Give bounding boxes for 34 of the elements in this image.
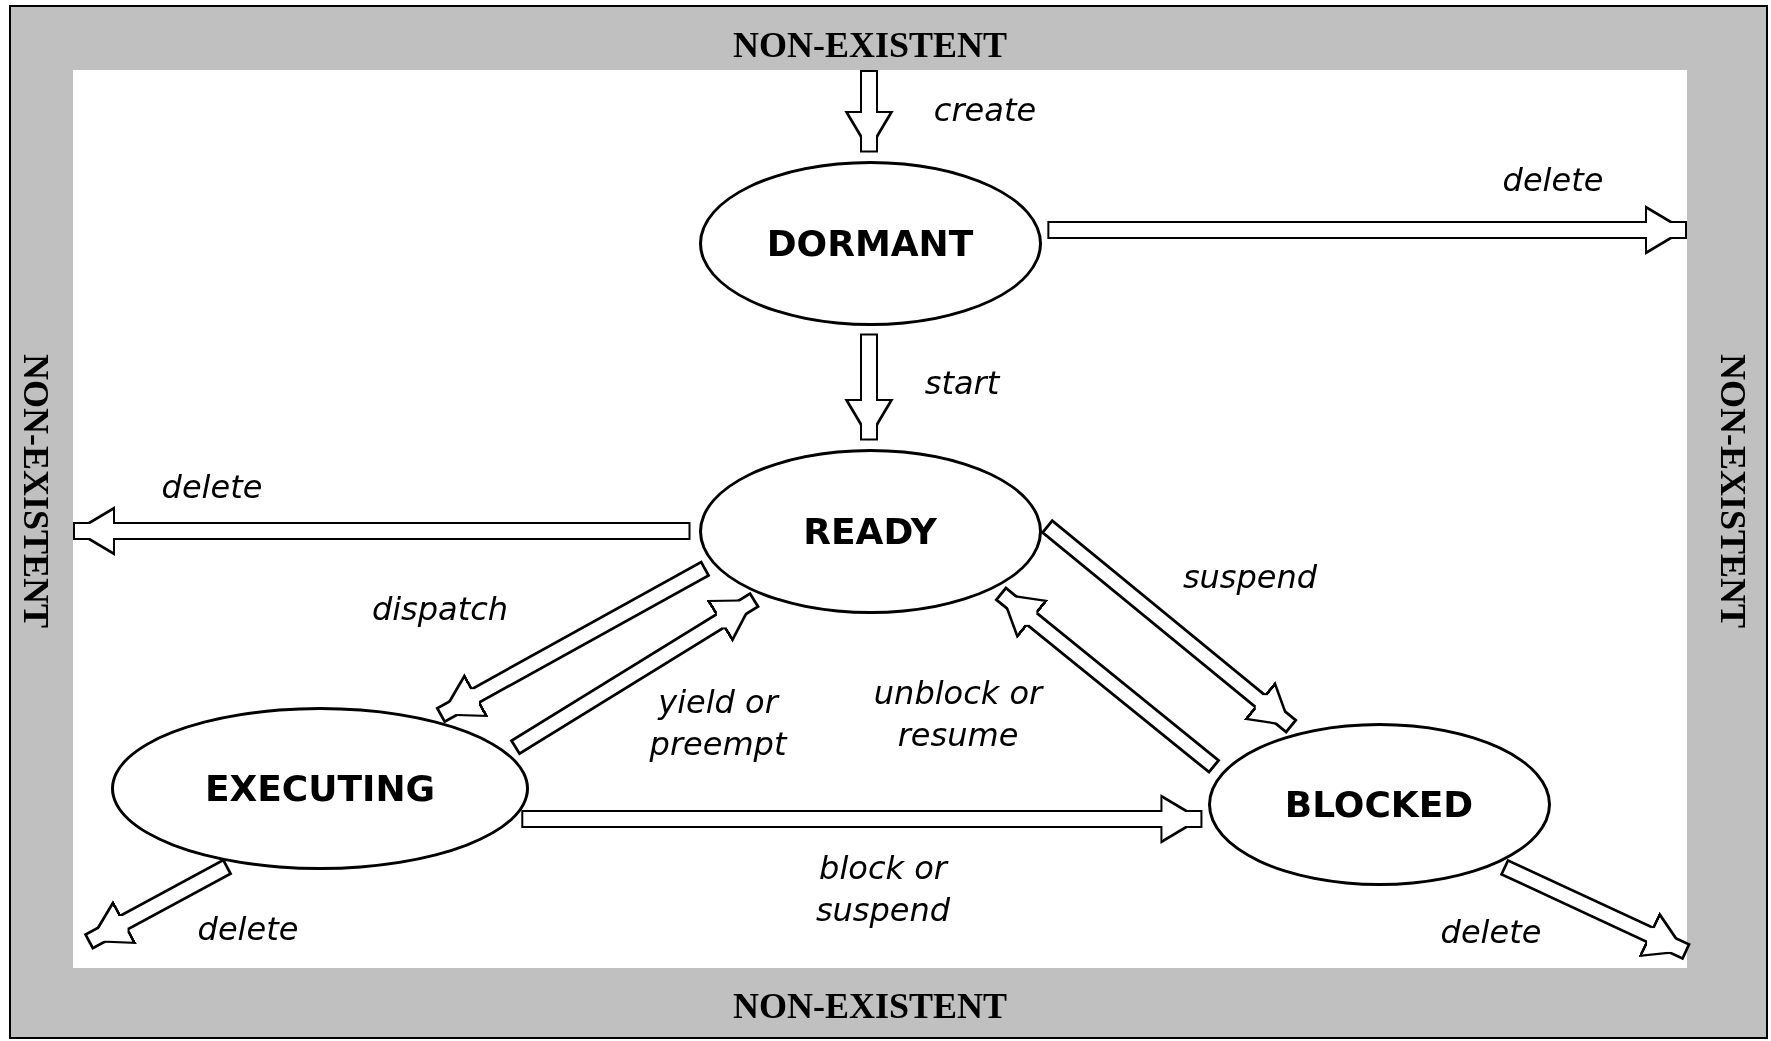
block-arrow — [994, 586, 1221, 775]
state-ellipse — [111, 706, 529, 870]
state-ellipse — [1207, 722, 1551, 886]
edge-label: yield or preempt — [648, 682, 789, 765]
state-ellipse — [698, 448, 1042, 614]
state-name: DORMANT — [766, 222, 974, 264]
state-label: NON-EXISTENT — [18, 353, 54, 629]
state-label: NON-EXISTENT — [1715, 353, 1751, 629]
block-arrow — [83, 858, 233, 950]
edge-label: delete — [197, 909, 299, 951]
block-arrow — [509, 591, 760, 756]
state-ellipse — [698, 160, 1042, 326]
block-arrow — [1499, 858, 1691, 961]
edge-label: start — [924, 363, 1000, 405]
state-name: EXECUTING — [204, 767, 436, 809]
edge-label: create — [933, 90, 1037, 132]
edge-label: delete — [1502, 160, 1604, 202]
edge-label: unblock or resume — [872, 673, 1045, 756]
band — [9, 5, 1768, 1039]
state-label: NON-EXISTENT — [732, 988, 1008, 1024]
edge-label: delete — [1440, 912, 1542, 954]
block-arrow — [844, 333, 894, 441]
state-label: NON-EXISTENT — [732, 27, 1008, 63]
block-arrow — [521, 794, 1203, 844]
block-arrow — [844, 70, 894, 153]
edge-label: dispatch — [371, 589, 509, 631]
block-arrow — [1040, 518, 1298, 734]
block-arrow — [73, 506, 691, 556]
state-name: BLOCKED — [1284, 783, 1474, 825]
edge-label: suspend — [1182, 557, 1318, 599]
state-name: READY — [803, 510, 937, 552]
edge-label: delete — [161, 467, 263, 509]
block-arrow — [1047, 205, 1687, 255]
edge-label: block or suspend — [814, 848, 952, 931]
